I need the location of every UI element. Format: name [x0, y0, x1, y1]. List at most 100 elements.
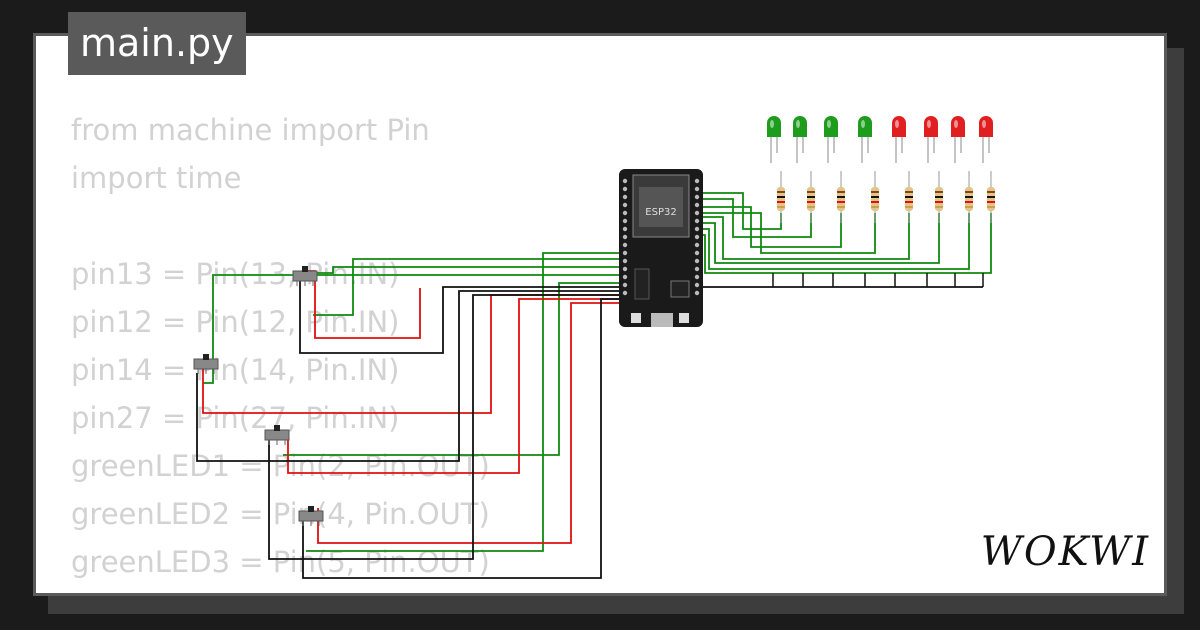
- leds: [767, 116, 993, 163]
- boot-button[interactable]: [631, 313, 641, 323]
- switch-knob: [308, 506, 314, 512]
- led-green: [767, 116, 781, 137]
- resistor-band: [905, 206, 913, 208]
- resistor-band: [871, 191, 879, 193]
- pin-left: [622, 258, 628, 264]
- wire: [203, 274, 620, 384]
- wire: [317, 302, 620, 544]
- pin-right: [694, 282, 700, 288]
- resistor-band: [777, 196, 785, 198]
- pin-left: [622, 226, 628, 232]
- led-highlight: [796, 120, 800, 128]
- wire: [306, 252, 620, 552]
- resistor-band: [935, 196, 943, 198]
- led-red: [924, 116, 938, 137]
- led-highlight: [927, 120, 931, 128]
- switch-body: [292, 270, 318, 282]
- code-line: from machine import Pin: [71, 113, 430, 147]
- pin-right: [694, 178, 700, 184]
- led-red: [951, 116, 965, 137]
- code-line: pin14 = Pin(14, Pin.IN): [71, 353, 400, 387]
- pin-left: [622, 290, 628, 296]
- resistor-band: [905, 201, 913, 203]
- resistor-band: [965, 201, 973, 203]
- led-highlight: [861, 120, 865, 128]
- resistor-band: [807, 206, 815, 208]
- switch-knob: [203, 354, 209, 360]
- code-line: pin13 = Pin(13, Pin.IN): [71, 257, 400, 291]
- pin-left: [622, 194, 628, 200]
- resistor-band: [871, 201, 879, 203]
- resistor-band: [905, 196, 913, 198]
- pin-left: [622, 250, 628, 256]
- board-pins: [622, 178, 700, 296]
- wire: [283, 282, 620, 456]
- code-line: greenLED2 = Pin(4, Pin.OUT): [71, 497, 490, 531]
- resistor-band: [871, 196, 879, 198]
- led-green: [824, 116, 838, 137]
- led-red: [979, 116, 993, 137]
- led-highlight: [895, 120, 899, 128]
- resistor-band: [987, 206, 995, 208]
- pin-right: [694, 274, 700, 280]
- pin-right: [694, 258, 700, 264]
- wire: [202, 294, 620, 414]
- pin-right: [694, 202, 700, 208]
- esp32-board[interactable]: ESP32: [619, 169, 703, 327]
- resistor-band: [965, 206, 973, 208]
- switch-body: [298, 510, 324, 522]
- led-highlight: [982, 120, 986, 128]
- resistor-band: [777, 201, 785, 203]
- wire: [313, 258, 620, 316]
- pin-right: [694, 210, 700, 216]
- slide-switch[interactable]: [193, 354, 219, 374]
- pin-left: [622, 282, 628, 288]
- switch-knob: [302, 266, 308, 272]
- resistor-band: [935, 191, 943, 193]
- pin-left: [622, 218, 628, 224]
- resistor-band: [837, 191, 845, 193]
- usb-port: [651, 313, 673, 327]
- led-highlight: [954, 120, 958, 128]
- pin-left: [622, 274, 628, 280]
- pin-right: [694, 290, 700, 296]
- pin-right: [694, 194, 700, 200]
- code-line: import time: [71, 161, 242, 195]
- wire: [703, 198, 812, 238]
- slide-switch[interactable]: [298, 506, 324, 526]
- pin-right: [694, 186, 700, 192]
- pin-right: [694, 218, 700, 224]
- slide-switch[interactable]: [292, 266, 318, 286]
- resistor-band: [807, 191, 815, 193]
- pin-right: [694, 234, 700, 240]
- wire: [703, 213, 970, 270]
- pin-right: [694, 242, 700, 248]
- resistor-band: [807, 196, 815, 198]
- resistor-band: [935, 206, 943, 208]
- resistor-band: [837, 196, 845, 198]
- code-line: pin27 = Pin(27, Pin.IN): [71, 401, 400, 435]
- resistor-band: [987, 191, 995, 193]
- en-button[interactable]: [679, 313, 689, 323]
- pin-left: [622, 234, 628, 240]
- switch-knob: [274, 425, 280, 431]
- resistor-band: [837, 201, 845, 203]
- led-highlight: [770, 120, 774, 128]
- led-red: [892, 116, 906, 137]
- wire: [703, 213, 910, 260]
- wire: [703, 212, 876, 254]
- slide-switch[interactable]: [264, 425, 290, 445]
- board-label: ESP32: [645, 207, 676, 218]
- led-highlight: [827, 120, 831, 128]
- wire: [302, 298, 620, 579]
- switch-body: [264, 429, 290, 441]
- resistors: [777, 171, 995, 223]
- resistor-band: [807, 201, 815, 203]
- resistor-band: [965, 191, 973, 193]
- pin-left: [622, 242, 628, 248]
- resistor-band: [935, 201, 943, 203]
- wire: [703, 213, 992, 274]
- wire: [309, 266, 620, 274]
- file-tab[interactable]: main.py: [68, 12, 246, 75]
- wire: [703, 192, 782, 230]
